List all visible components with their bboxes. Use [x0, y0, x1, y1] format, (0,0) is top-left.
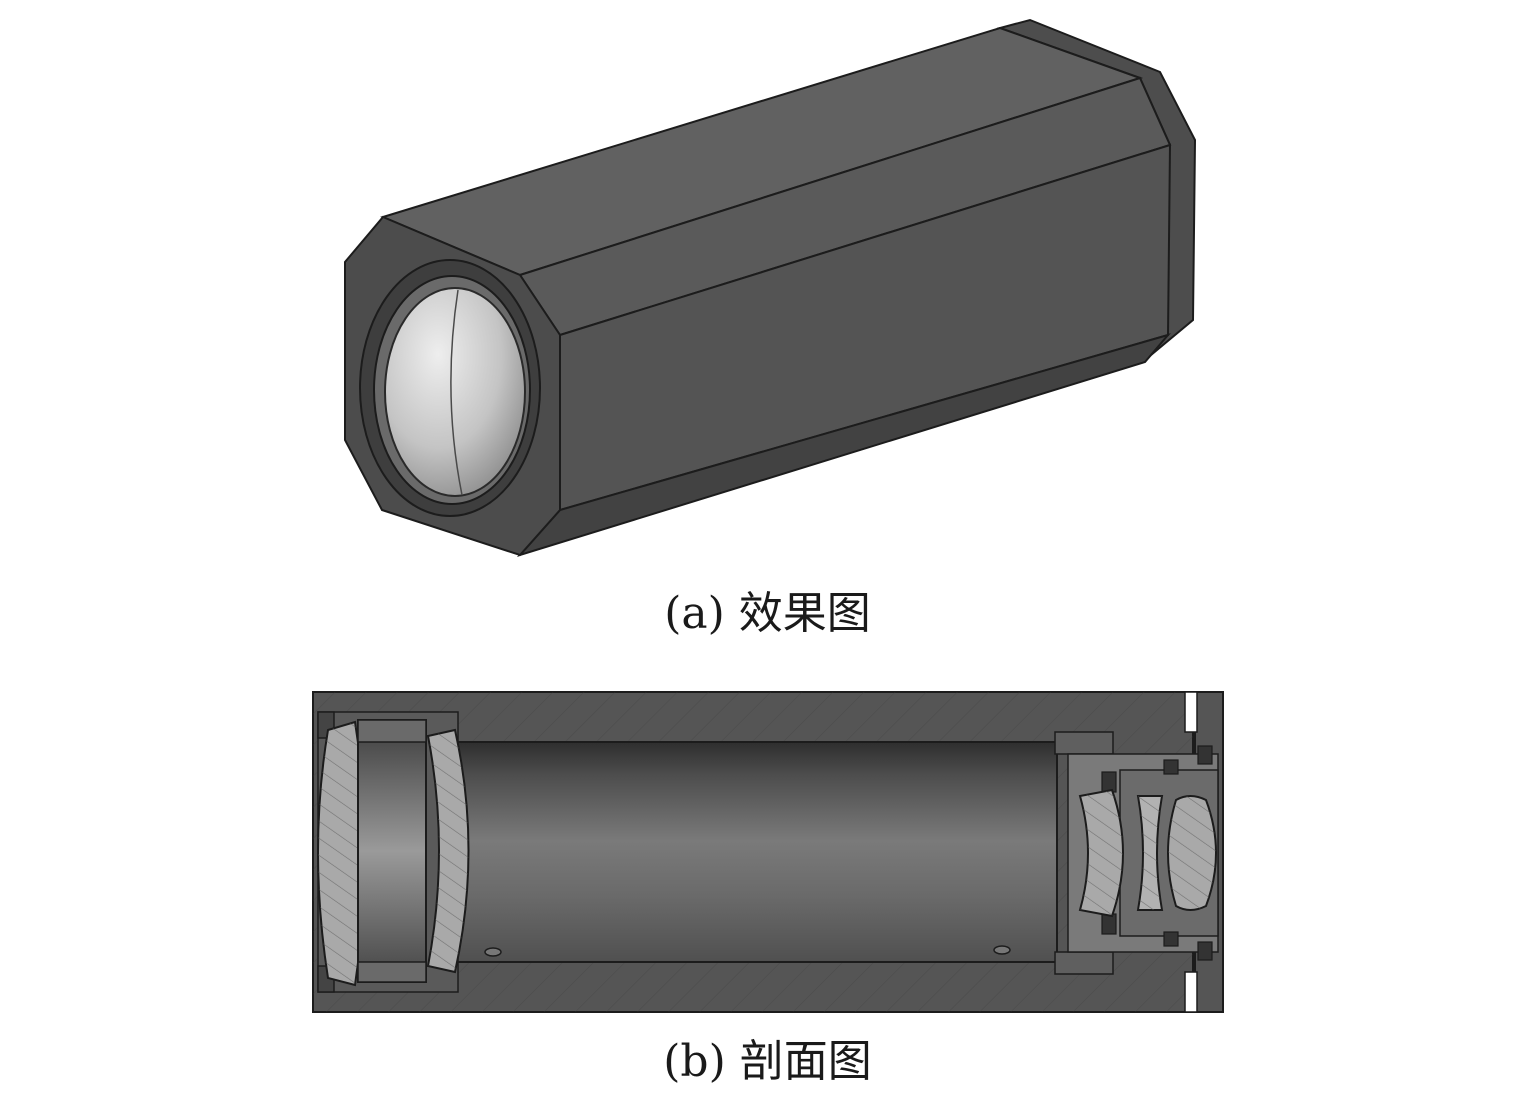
housing-3d-view: [344, 18, 1197, 558]
caption-rendering: (a) 效果图: [664, 588, 871, 639]
housing-cross-section: [312, 691, 1224, 1013]
front-lens-glass: [384, 287, 526, 497]
screw-hole: [484, 947, 502, 957]
lens-seam-line: [450, 289, 463, 496]
section-inner-bore: [451, 741, 1058, 963]
caption-cross-section: (b) 剖面图: [663, 1036, 872, 1087]
section-spacer-ring: [357, 719, 427, 983]
screw-hole: [993, 945, 1011, 955]
